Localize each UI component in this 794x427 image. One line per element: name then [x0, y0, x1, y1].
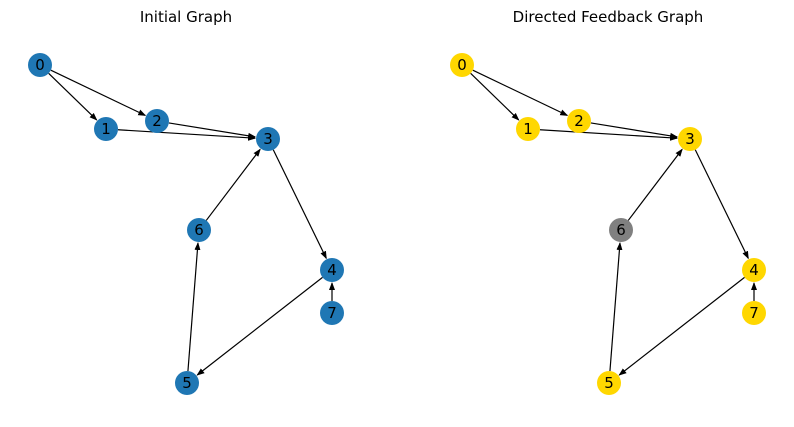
node-3: [678, 127, 702, 151]
edge-4-5: [196, 276, 323, 376]
node-label-2: 2: [574, 112, 584, 130]
edge-6-3: [205, 148, 261, 221]
edge-0-1: [48, 72, 98, 121]
node-0: [450, 53, 474, 77]
node-label-0: 0: [457, 56, 467, 74]
feedback-graph-title: Directed Feedback Graph: [512, 8, 704, 26]
edge-4-5: [618, 276, 745, 376]
node-0: [28, 53, 52, 77]
edge-1-3: [117, 129, 257, 141]
node-label-5: 5: [182, 374, 192, 392]
node-label-6: 6: [616, 221, 626, 239]
edge-3-4: [694, 149, 749, 260]
node-4: [320, 258, 344, 282]
initial-graph-title: Initial Graph: [139, 8, 233, 26]
node-label-7: 7: [749, 304, 759, 322]
node-6: [187, 218, 211, 242]
node-label-1: 1: [523, 120, 533, 138]
node-7: [742, 301, 766, 325]
node-label-6: 6: [194, 221, 204, 239]
node-label-4: 4: [749, 261, 759, 279]
node-label-7: 7: [327, 304, 337, 322]
edge-3-4: [272, 149, 327, 260]
edge-5-6: [187, 241, 201, 372]
node-1: [516, 117, 540, 141]
node-7: [320, 301, 344, 325]
node-2: [145, 109, 169, 133]
node-1: [94, 117, 118, 141]
node-label-3: 3: [685, 130, 695, 148]
edge-1-3: [539, 129, 679, 141]
node-label-0: 0: [35, 56, 45, 74]
edge-2-3: [168, 122, 257, 139]
node-label-1: 1: [101, 120, 111, 138]
node-5: [175, 371, 199, 395]
node-label-2: 2: [152, 112, 162, 130]
edge-0-2: [472, 69, 569, 116]
node-label-3: 3: [263, 130, 273, 148]
node-4: [742, 258, 766, 282]
edge-0-2: [50, 69, 147, 116]
node-2: [567, 109, 591, 133]
edge-2-3: [590, 122, 679, 139]
initial-graph-panel: 0 1 2 3 4 5 6 7: [28, 53, 344, 395]
edge-6-3: [627, 148, 683, 221]
feedback-graph-panel: 0 1 2 3 4 5 6 7: [450, 53, 766, 395]
edge-5-6: [609, 241, 623, 372]
node-3: [256, 127, 280, 151]
node-label-4: 4: [327, 261, 337, 279]
node-5: [597, 371, 621, 395]
node-label-5: 5: [604, 374, 614, 392]
node-6: [609, 218, 633, 242]
edge-0-1: [470, 72, 520, 121]
